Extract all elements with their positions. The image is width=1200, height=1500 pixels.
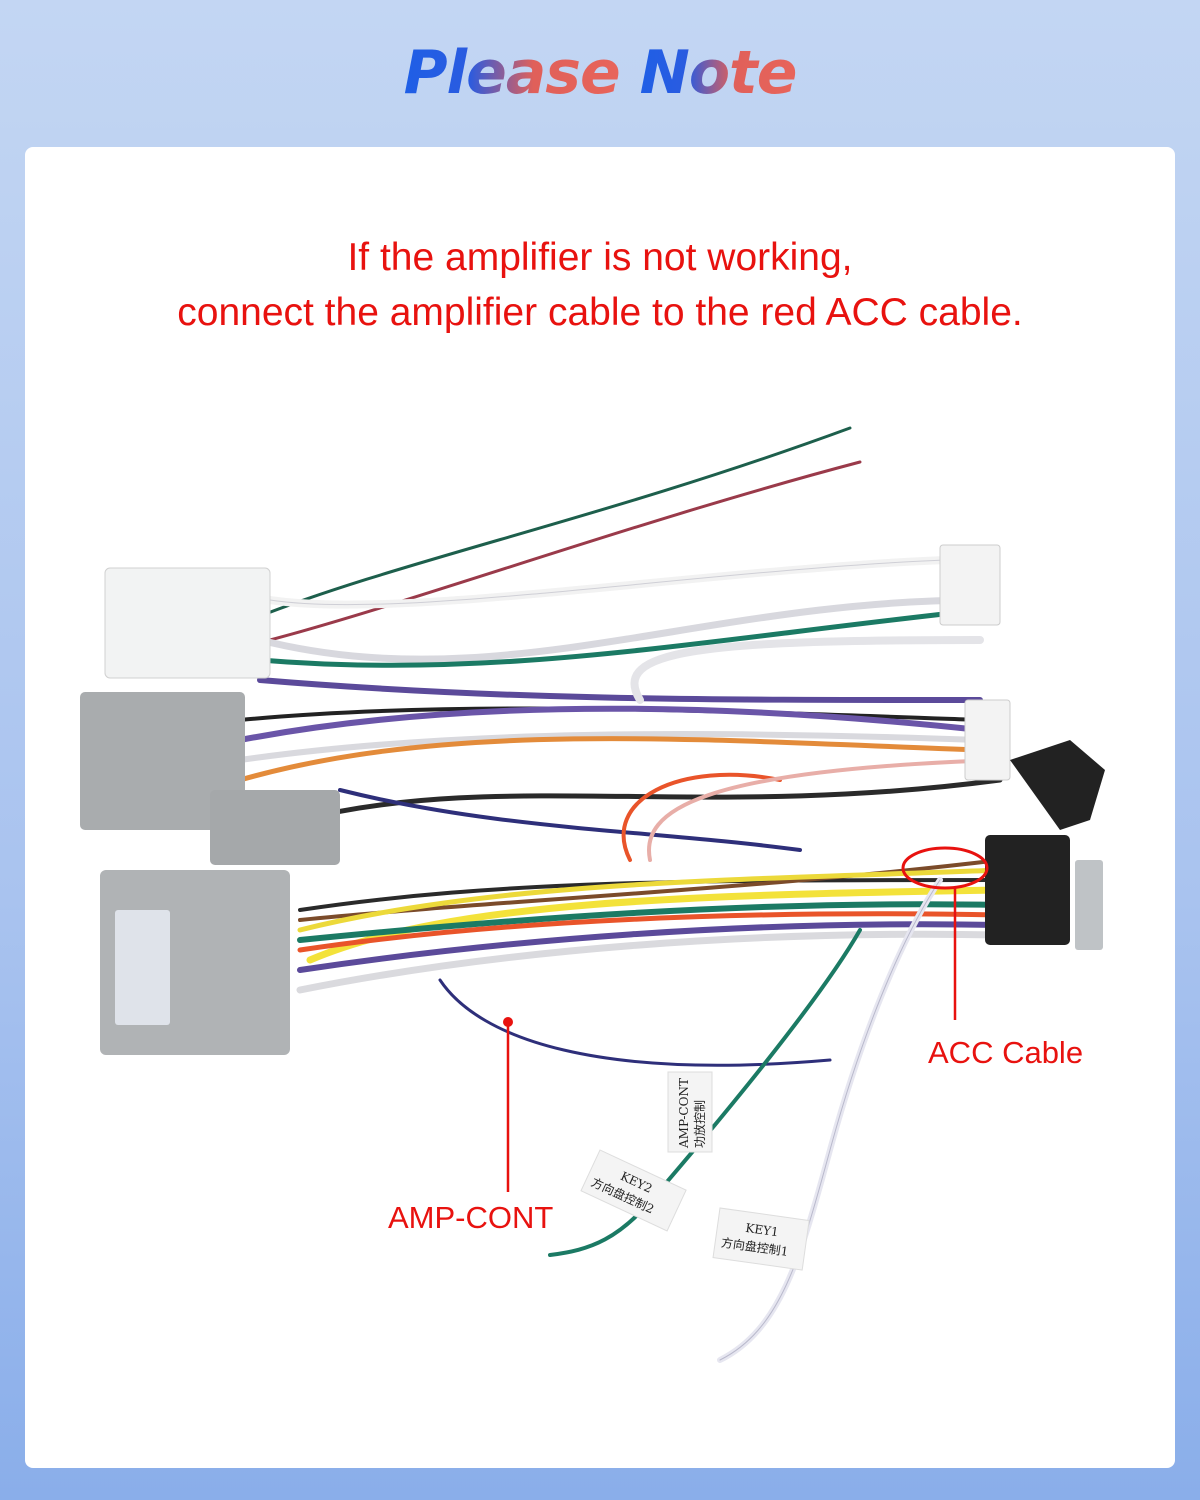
- wire-tag-amp-cont: AMP-CONT 功放控制: [667, 1071, 713, 1153]
- svg-text:AMP-CONT: AMP-CONT: [677, 1078, 691, 1149]
- callout-markers: [503, 846, 989, 1192]
- page-title: Please Note: [0, 38, 1200, 108]
- title-part-note: Note: [639, 38, 798, 108]
- svg-text:功放控制: 功放控制: [692, 1100, 707, 1148]
- wires: [237, 426, 1004, 1363]
- notice-line-2: connect the amplifier cable to the red A…: [177, 291, 1023, 334]
- acc-highlight-ellipse: [901, 846, 989, 890]
- amp-cont-label: AMP-CONT: [388, 1200, 554, 1235]
- connectors: [80, 544, 1105, 1055]
- svg-text:KEY1: KEY1: [745, 1221, 780, 1239]
- title-part-please: Please: [403, 38, 621, 108]
- notice-line-1: If the amplifier is not working,: [347, 236, 853, 279]
- wire-tag-key1: KEY1 方向盘控制1: [712, 1207, 810, 1271]
- acc-cable-label: ACC Cable: [928, 1035, 1084, 1070]
